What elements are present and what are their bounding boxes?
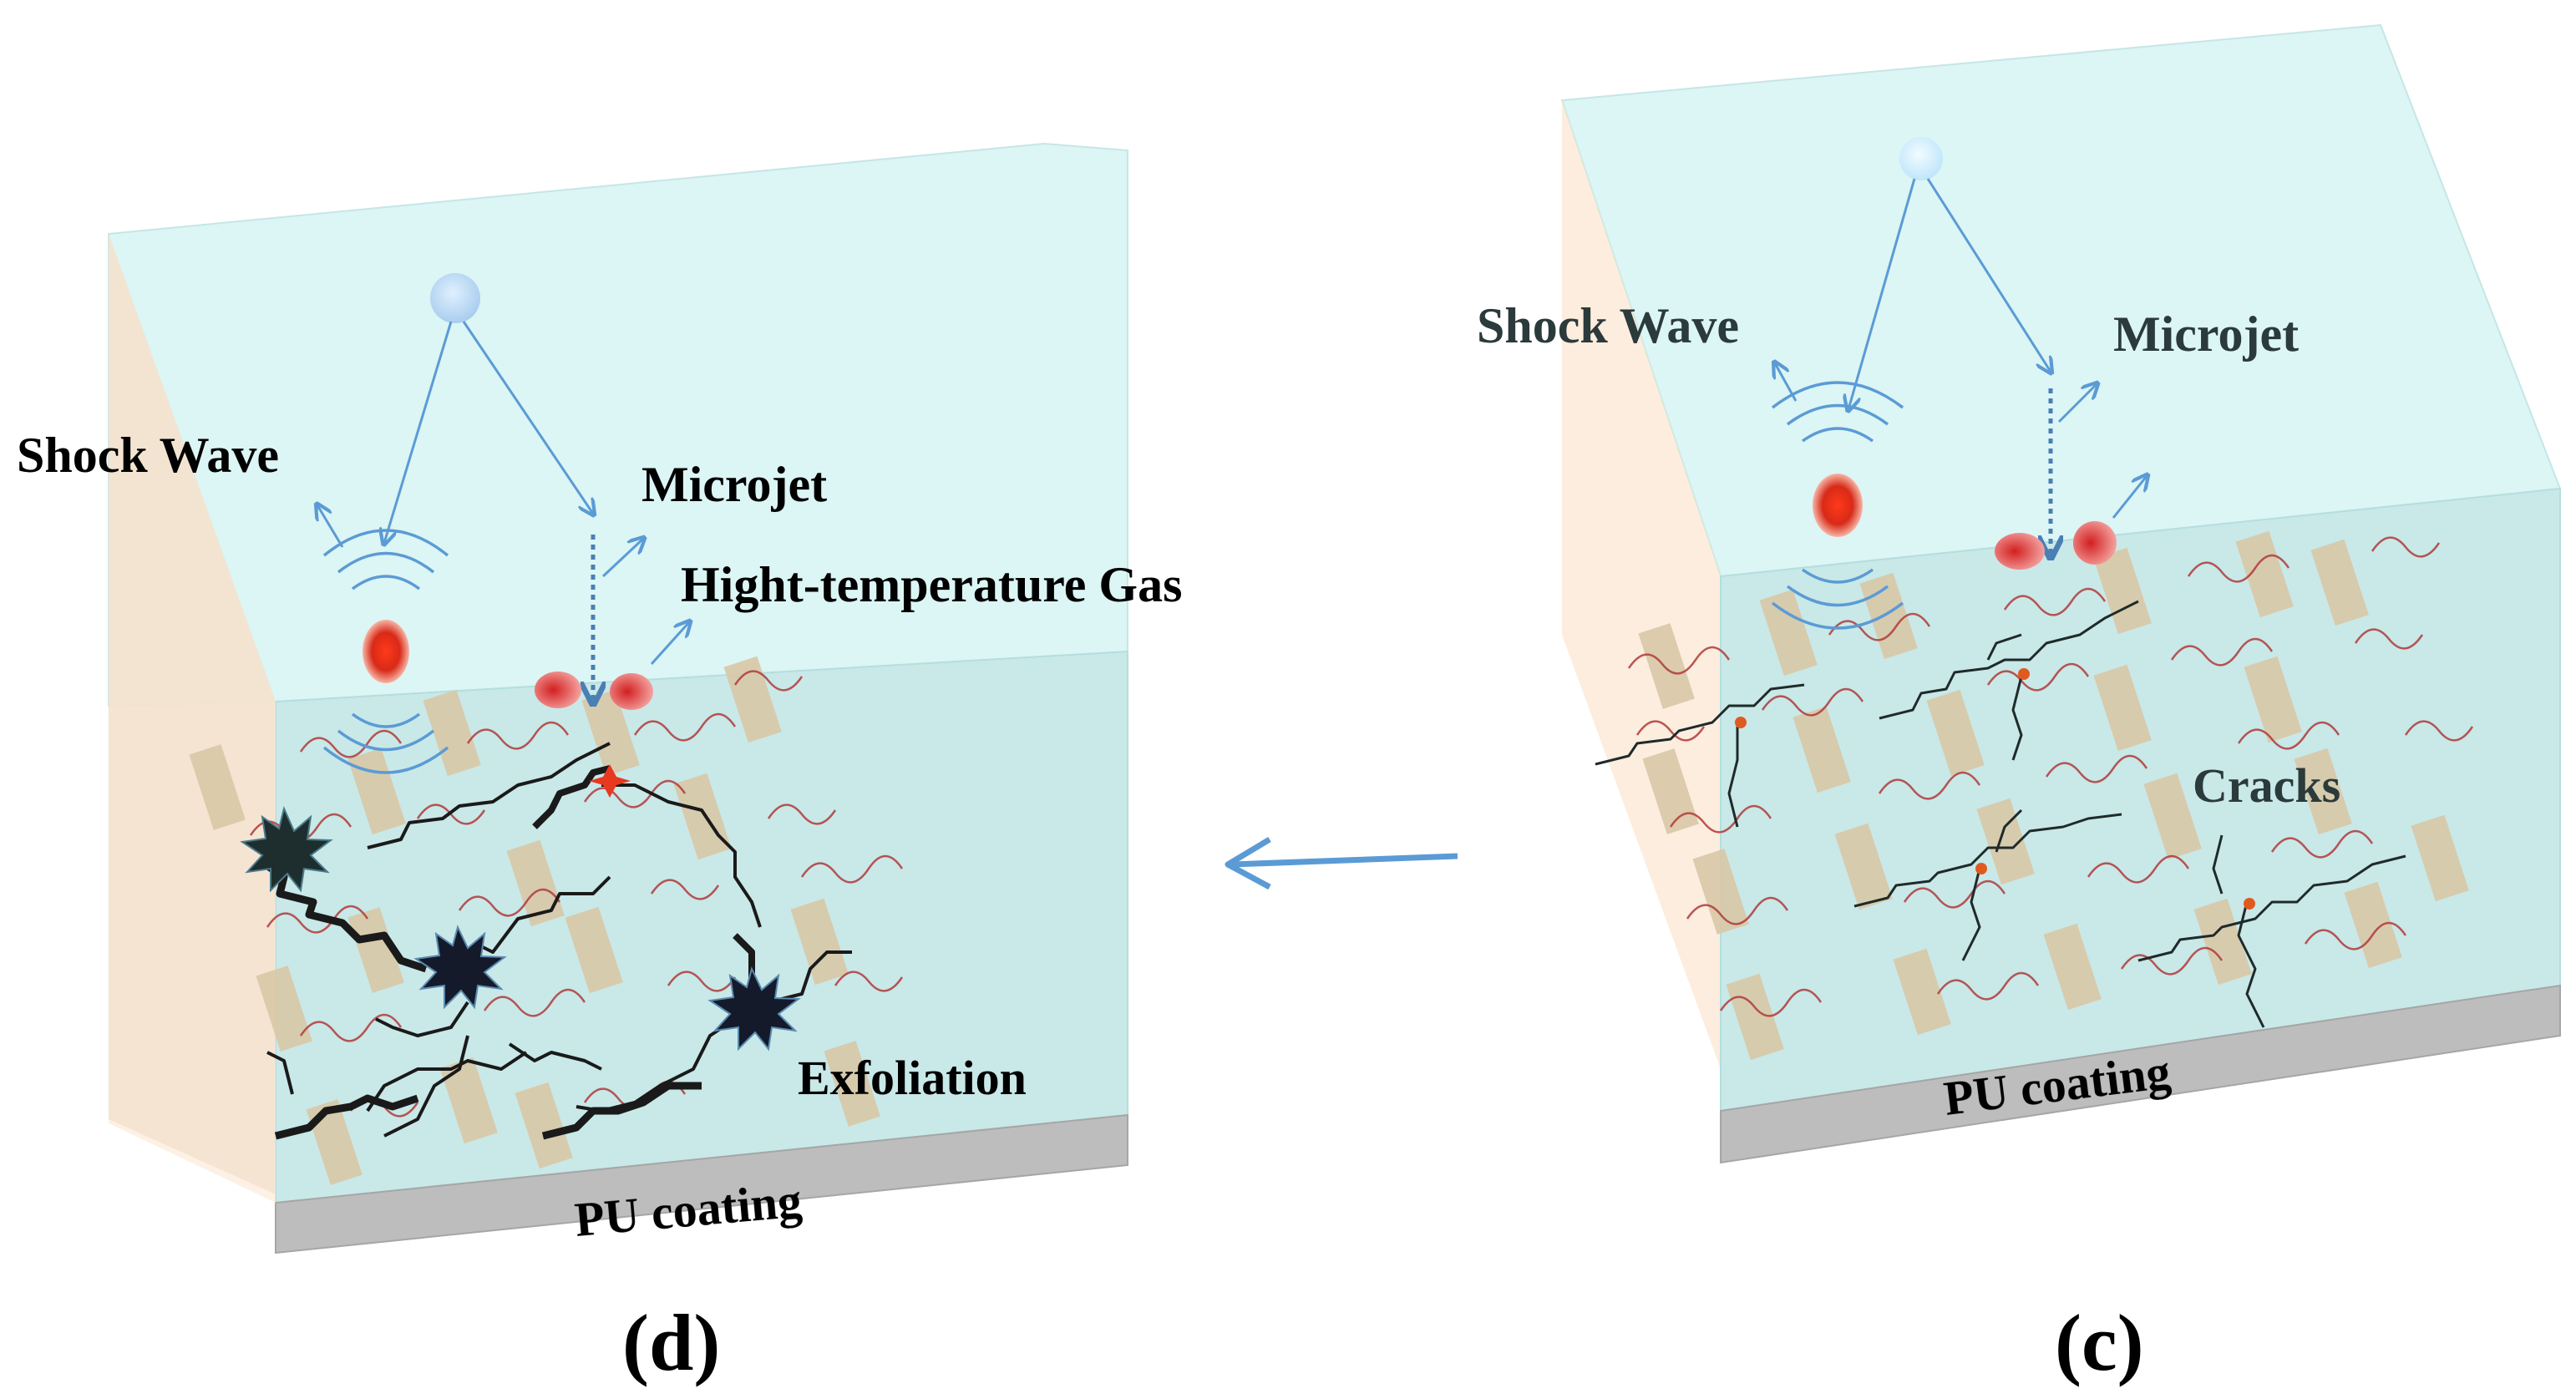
shock-wave-label: Shock Wave (17, 428, 279, 483)
crack-sparks (1735, 668, 2255, 910)
gas-label: Hight-temperature Gas (681, 557, 1182, 612)
burst-1 (240, 805, 333, 893)
shockwave-rings-icon (1771, 381, 1904, 630)
microjet-label: Microjet (2113, 307, 2299, 362)
microjet-label: Microjet (641, 457, 827, 512)
gas-blob-left-icon (1995, 533, 2045, 570)
microjet-arrow (601, 539, 643, 578)
panel-label: (d) (622, 1298, 720, 1387)
collapsing-bubble-icon (363, 620, 409, 683)
shockwave-rings-icon (322, 529, 449, 774)
exfoliation-bursts (240, 805, 801, 1052)
gas-blob-right-icon (610, 673, 653, 710)
substrate-slab (1720, 984, 2561, 1164)
cracks-label: Cracks (2193, 758, 2340, 813)
substrate-slab (275, 1113, 1128, 1255)
spark-icon (589, 764, 631, 798)
water-left-edge (109, 234, 276, 1203)
transition-arrow (1225, 836, 1458, 890)
top-bubble-icon (430, 273, 480, 323)
collapsing-bubble-icon (1813, 474, 1863, 537)
shock-wave-label: Shock Wave (1477, 298, 1739, 353)
polymer-chains (249, 670, 904, 1118)
top-bubble-icon (1899, 137, 1943, 180)
gas-arrow (650, 622, 689, 666)
polymer-chains (1627, 536, 2474, 1017)
panel-c: Shock Wave Microjet Cracks PU coating (c… (1477, 23, 2562, 1387)
water-top-face (108, 142, 1128, 707)
gas-arrow (2112, 476, 2147, 519)
panel-d: Shock Wave Microjet Hight-temperature Ga… (17, 142, 1182, 1387)
cracks-network (1595, 600, 2406, 1028)
coating-front-face (275, 650, 1128, 1204)
gas-blob-right-icon (2073, 521, 2117, 565)
exfoliation-label: Exfoliation (798, 1051, 1027, 1105)
arrow-to-microjet (1926, 178, 2051, 372)
panel-label: (c) (2055, 1298, 2144, 1387)
arrow-to-shockwave (1848, 178, 1916, 409)
shockwave-arrow (1775, 363, 1798, 402)
microjet-arrow (2057, 384, 2097, 423)
arrow-to-microjet (462, 321, 593, 514)
burst-2 (413, 925, 507, 1010)
burst-3 (707, 966, 801, 1052)
shockwave-arrow (317, 505, 344, 548)
gas-blob-left-icon (535, 672, 581, 708)
arrow-to-shockwave (384, 321, 453, 543)
filler-particles (189, 656, 880, 1185)
